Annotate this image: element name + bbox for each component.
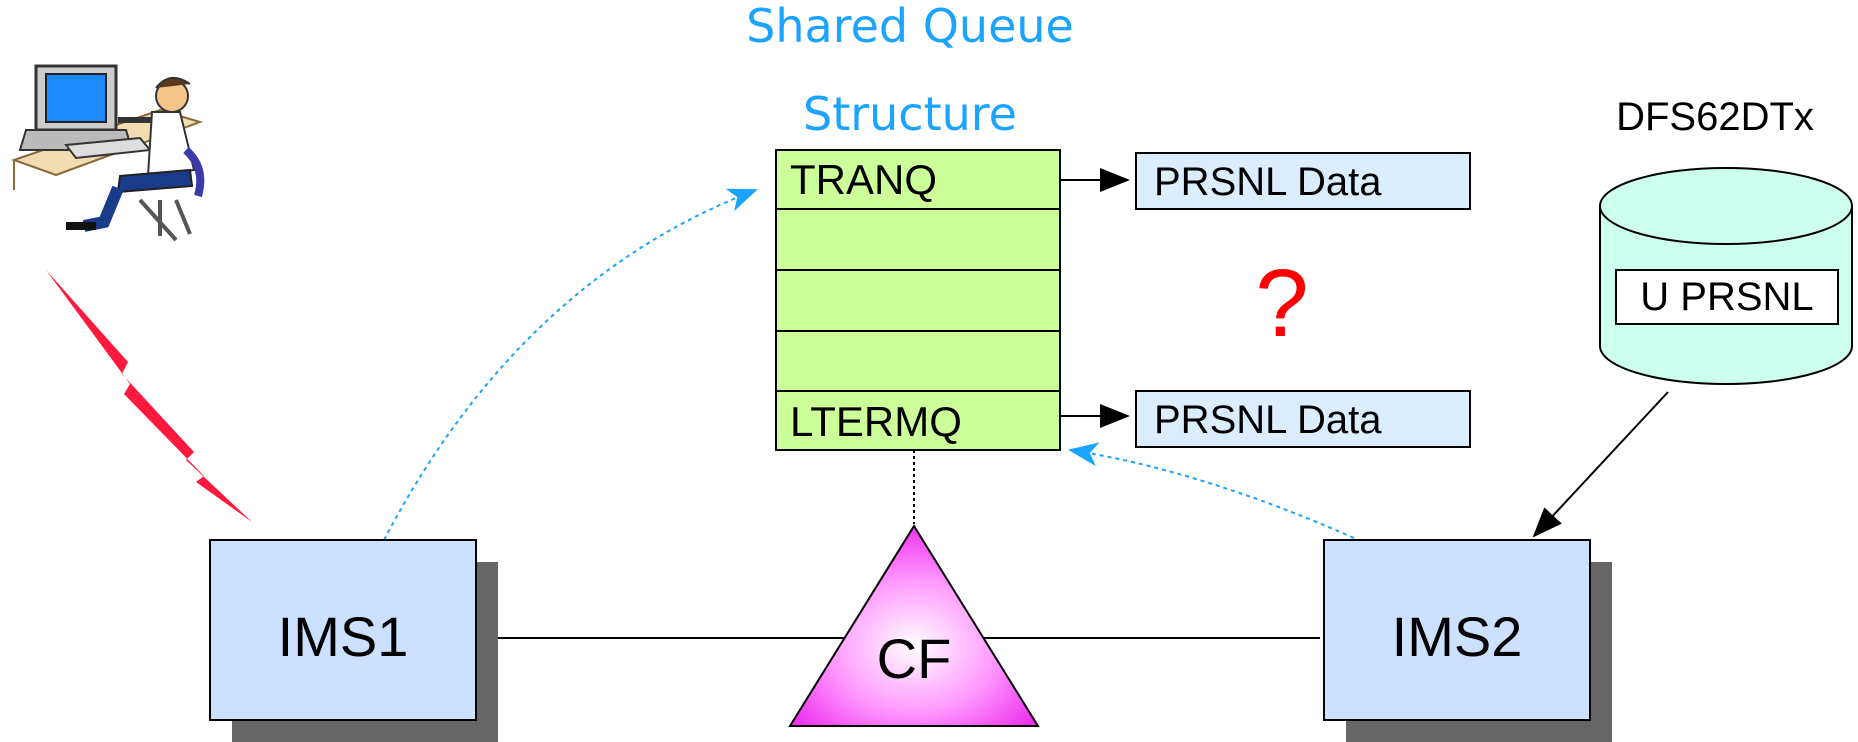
dataset-name: DFS62DTx: [1616, 95, 1814, 139]
dataset-record: U PRSNL: [1615, 269, 1839, 325]
database-cylinder-icon: [1599, 167, 1853, 385]
cf-label: CF: [877, 627, 952, 690]
ims1-to-tranq-flow-arrow: [383, 188, 758, 541]
prsnl-data-box-top: PRSNL Data: [1135, 152, 1471, 210]
queue-row-ltermq: LTERMQ: [790, 398, 962, 445]
shared-queue-structure: TRANQ LTERMQ: [775, 149, 1061, 451]
dataset-to-ims2-arrow: [1532, 391, 1669, 538]
ims1-system-box: IMS1: [209, 539, 498, 742]
lightning-bolt-icon: [46, 270, 252, 522]
ims2-label: IMS2: [1392, 605, 1523, 668]
prsnl-data-label-bottom: PRSNL Data: [1154, 398, 1382, 442]
prsnl-data-box-bottom: PRSNL Data: [1135, 390, 1471, 448]
dataset-record-label: U PRSNL: [1640, 275, 1813, 319]
prsnl-data-label-top: PRSNL Data: [1154, 160, 1382, 204]
structure-title-line2: Structure: [803, 87, 1017, 141]
question-mark: ?: [1255, 250, 1308, 357]
user-at-terminal-icon: [10, 64, 205, 242]
structure-title-line1: Shared Queue: [746, 0, 1074, 53]
ims2-system-box: IMS2: [1323, 539, 1612, 742]
queue-row-tranq: TRANQ: [790, 156, 937, 203]
ims1-label: IMS1: [278, 605, 409, 668]
ims2-to-ltermq-flow-arrow: [1068, 442, 1355, 539]
coupling-facility-triangle: CF: [788, 524, 1040, 727]
